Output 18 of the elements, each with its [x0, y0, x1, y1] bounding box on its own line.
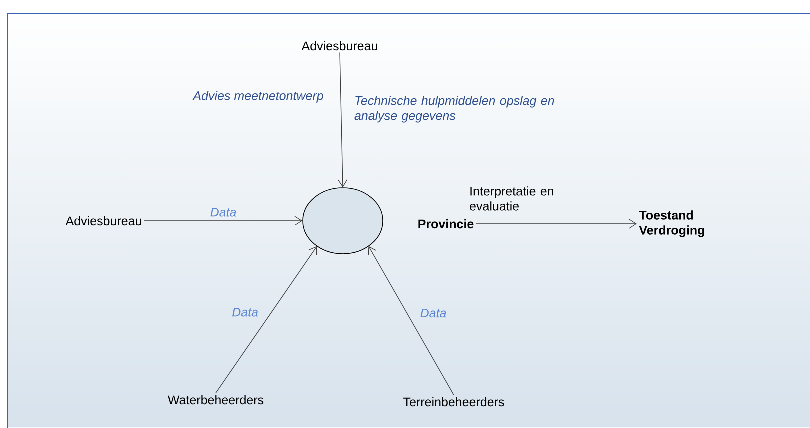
node-label: Provincie — [418, 219, 474, 229]
arrow — [476, 219, 638, 229]
edge-label: Interpretatie en evaluatie — [470, 186, 554, 211]
arrow — [216, 246, 318, 394]
node-label: Waterbeheerders — [168, 395, 264, 405]
arrow — [144, 216, 303, 226]
edge-label: Data — [420, 308, 446, 318]
edge-label: Technische hulpmiddelen opslag en analyse gegevens — [354, 96, 554, 123]
arrow — [338, 52, 348, 188]
edge-label: Data — [232, 308, 258, 317]
node-label: Adviesbureau — [302, 41, 378, 51]
node-label: Adviesbureau — [66, 216, 142, 226]
note-label: Advies meetnetontwerp — [192, 91, 324, 103]
arrow — [368, 246, 454, 396]
ellipse-node — [302, 188, 384, 254]
node-label: Terreinbeheerders — [404, 397, 504, 407]
edge-label: Data — [210, 208, 236, 217]
node-label: Toestand Verdroging — [639, 210, 704, 238]
